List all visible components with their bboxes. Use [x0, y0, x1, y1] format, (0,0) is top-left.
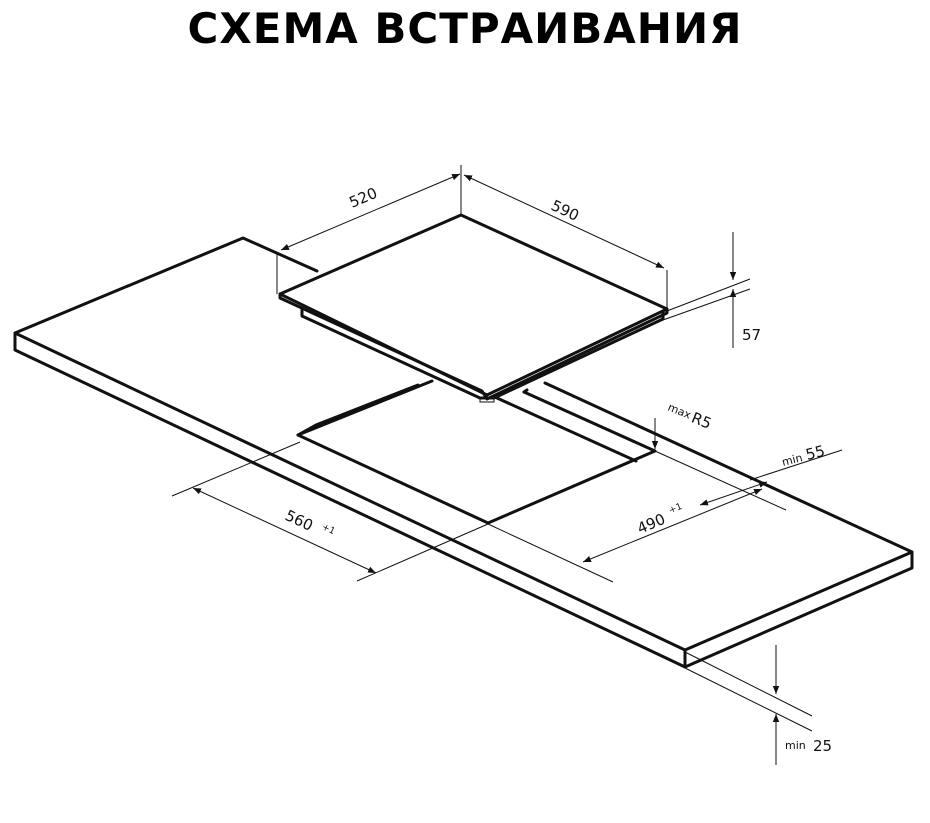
corner-radius-value: R5 — [689, 409, 714, 433]
countertop-back-edge — [296, 379, 434, 437]
cutout-width-tolerance: +1 — [320, 522, 336, 537]
corner-radius-prefix: max — [666, 401, 694, 422]
cutout-outline — [296, 390, 657, 525]
cutout-width-value: 560 — [282, 506, 316, 534]
dim-label-countertop-thickness: min 25 — [785, 737, 832, 755]
page-title: СХЕМА ВСТРАИВАНИЯ — [187, 4, 743, 53]
dim-label-hob-width: 590 — [548, 196, 582, 224]
edge-distance-prefix: min — [781, 451, 804, 469]
countertop-top-outline — [13, 236, 914, 669]
countertop-value: 25 — [813, 737, 832, 755]
dimension-lines — [171, 165, 843, 765]
hob — [278, 213, 669, 403]
cutout — [296, 383, 657, 525]
countertop-prefix: min — [785, 739, 806, 752]
dim-label-corner-radius: max R5 — [666, 401, 714, 433]
dim-label-hob-depth: 520 — [347, 184, 380, 212]
cutout-depth-value: 490 — [635, 510, 668, 538]
hob-body — [300, 306, 665, 400]
dim-label-hob-height: 57 — [742, 326, 761, 344]
cutout-depth-tolerance: +1 — [668, 502, 684, 516]
countertop — [13, 236, 914, 669]
dim-label-cutout-depth: 490 +1 — [635, 502, 684, 538]
dim-label-cutout-width: 560 +1 — [282, 506, 336, 537]
dim-label-edge-distance: min 55 — [781, 442, 827, 469]
edge-distance-value: 55 — [804, 442, 827, 464]
